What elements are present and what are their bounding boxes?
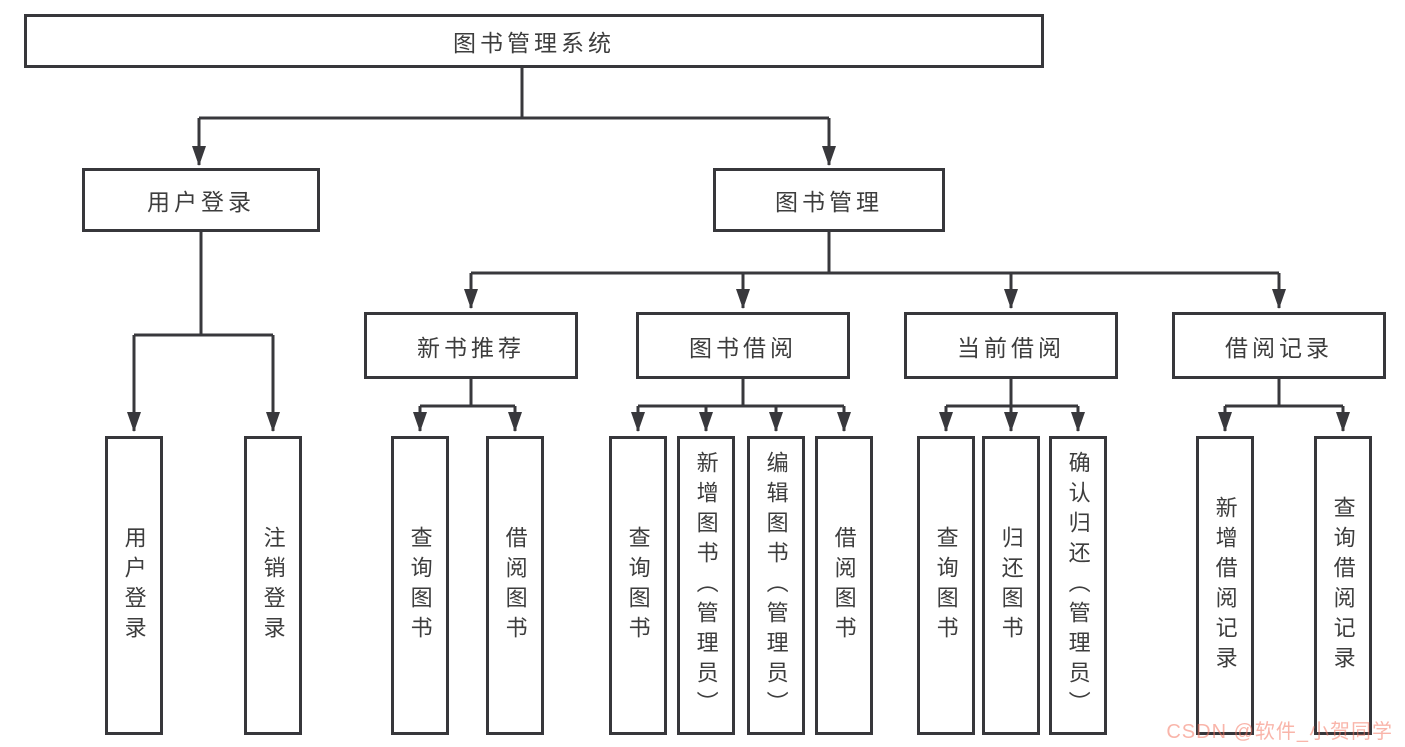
node-user-login-label: 用户登录 — [147, 189, 255, 215]
leaf-current-query-books: 查询图书 — [917, 436, 975, 735]
node-user-login: 用户登录 — [82, 168, 320, 232]
leaf-current-query-books-label: 查询图书 — [933, 525, 959, 646]
leaf-current-confirm-return-admin-label: 确认归还（管理员） — [1065, 450, 1091, 721]
node-new-book-recommend-label: 新书推荐 — [417, 334, 525, 361]
leaf-borrowing-query-books: 查询图书 — [609, 436, 667, 735]
leaf-recommend-borrow-books-label: 借阅图书 — [502, 525, 528, 646]
leaf-logout-label: 注销登录 — [260, 525, 286, 646]
leaf-borrowing-edit-books-admin: 编辑图书（管理员） — [747, 436, 805, 735]
leaf-recommend-query-books: 查询图书 — [391, 436, 449, 735]
leaf-borrowing-query-books-label: 查询图书 — [625, 525, 651, 646]
node-book-management-label: 图书管理 — [775, 189, 883, 215]
leaf-user-login: 用户登录 — [105, 436, 163, 735]
node-current-borrowing-label: 当前借阅 — [957, 334, 1065, 361]
node-book-borrowing-label: 图书借阅 — [689, 334, 797, 361]
node-borrowing-records: 借阅记录 — [1172, 312, 1386, 379]
leaf-records-query-record: 查询借阅记录 — [1314, 436, 1372, 735]
leaf-current-return-books: 归还图书 — [982, 436, 1040, 735]
node-book-management: 图书管理 — [713, 168, 945, 232]
leaf-user-login-label: 用户登录 — [121, 525, 147, 646]
leaf-records-add-record-label: 新增借阅记录 — [1212, 495, 1238, 676]
node-book-borrowing: 图书借阅 — [636, 312, 850, 379]
node-root: 图书管理系统 — [24, 14, 1044, 68]
leaf-records-add-record: 新增借阅记录 — [1196, 436, 1254, 735]
node-root-label: 图书管理系统 — [453, 30, 615, 56]
leaf-current-confirm-return-admin: 确认归还（管理员） — [1049, 436, 1107, 735]
leaf-borrowing-edit-books-admin-label: 编辑图书（管理员） — [763, 450, 789, 721]
leaf-borrowing-add-books-admin: 新增图书（管理员） — [677, 436, 735, 735]
node-borrowing-records-label: 借阅记录 — [1225, 334, 1333, 361]
leaf-recommend-query-books-label: 查询图书 — [407, 525, 433, 646]
csdn-watermark: CSDN @软件_小贺同学 — [1166, 721, 1393, 743]
node-current-borrowing: 当前借阅 — [904, 312, 1118, 379]
leaf-recommend-borrow-books: 借阅图书 — [486, 436, 544, 735]
leaf-records-query-record-label: 查询借阅记录 — [1330, 495, 1356, 676]
leaf-logout: 注销登录 — [244, 436, 302, 735]
leaf-current-return-books-label: 归还图书 — [998, 525, 1024, 646]
node-new-book-recommend: 新书推荐 — [364, 312, 578, 379]
leaf-borrowing-borrow-books: 借阅图书 — [815, 436, 873, 735]
leaf-borrowing-add-books-admin-label: 新增图书（管理员） — [693, 450, 719, 721]
leaf-borrowing-borrow-books-label: 借阅图书 — [831, 525, 857, 646]
